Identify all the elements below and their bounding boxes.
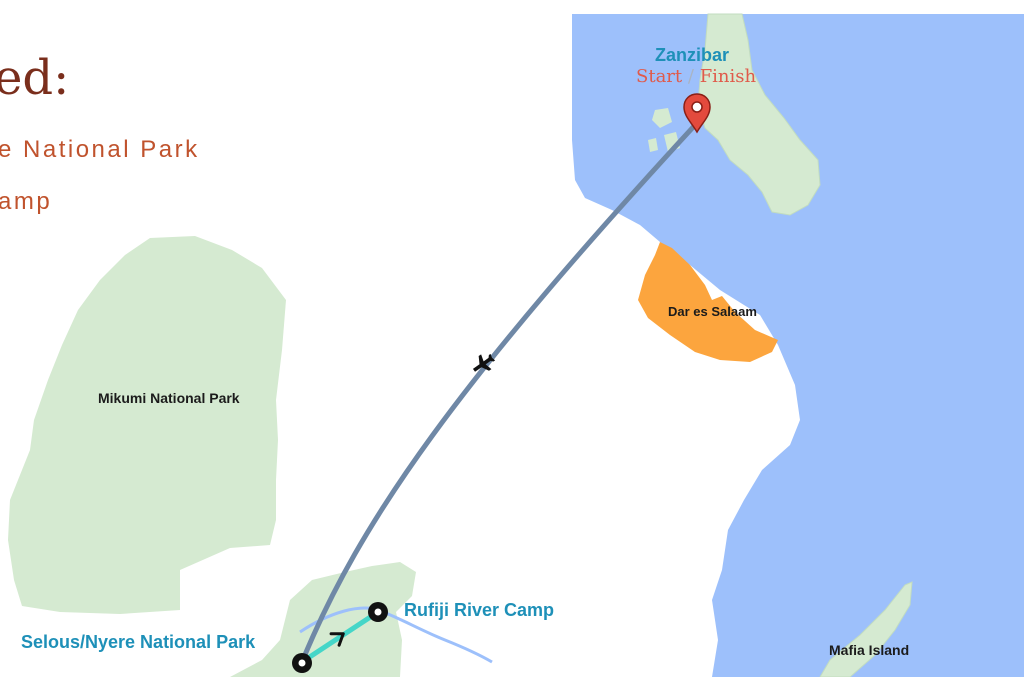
stop-marker-icon [368,602,388,622]
rufiji-label: Rufiji River Camp [404,600,555,620]
mikumi-label: Mikumi National Park [98,390,240,406]
direction-arrow-icon [329,632,345,647]
itinerary-item: amp [0,188,53,215]
mikumi-national-park [8,236,286,614]
start-finish-label: Start / Finish [636,66,756,87]
dar-es-salaam-area [638,242,778,362]
stop-marker-icon [292,653,312,673]
ocean-area [572,14,1024,677]
airplane-icon [472,353,496,372]
flight-route [299,121,699,665]
mafia-island [819,581,913,677]
zanzibar-label: Zanzibar [655,45,730,65]
mafia-island-label: Mafia Island [829,642,910,658]
rufiji-river [299,606,493,664]
islet [648,138,658,152]
start-label: Start [636,66,683,87]
location-pin-icon [683,93,711,134]
finish-label: Finish [699,66,757,87]
selous-label: Selous/Nyere National Park [21,632,256,652]
itinerary-item: e National Park [0,136,200,163]
ground-route [299,609,381,665]
separator-label: / [687,66,694,87]
page-heading: ed: [0,50,70,106]
islet [652,108,672,128]
dar-es-salaam-label: Dar es Salaam [668,304,757,319]
